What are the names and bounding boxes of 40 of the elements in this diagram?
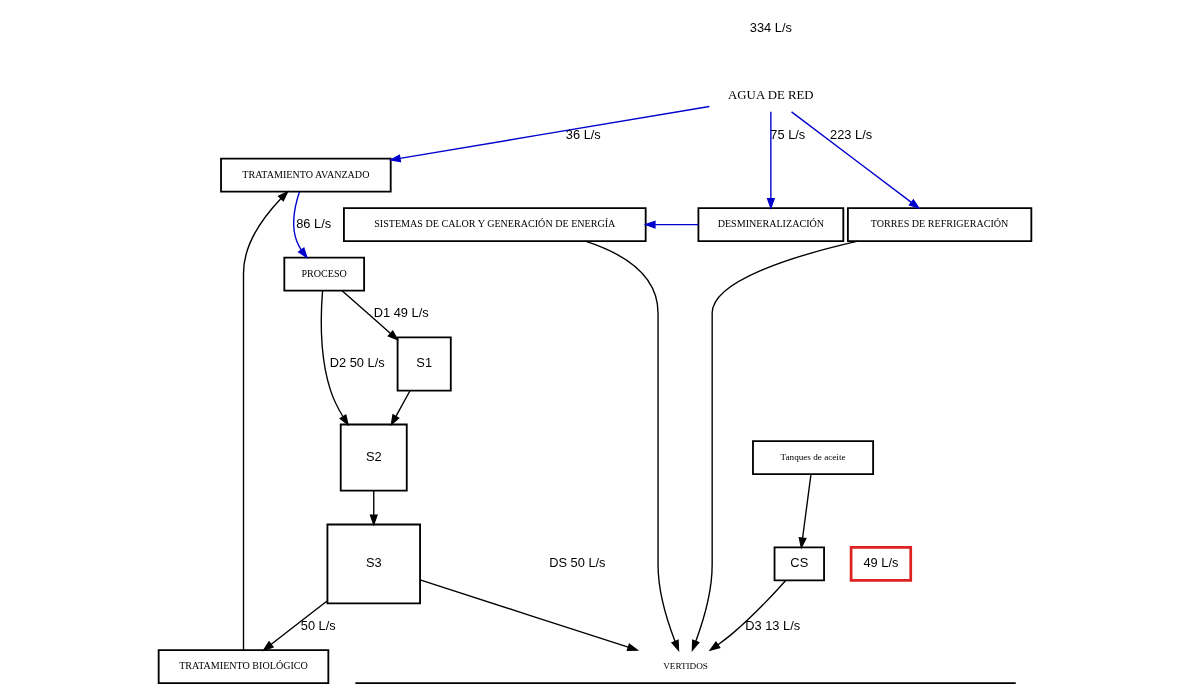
node-box: Tanques de aceite: [751, 440, 874, 475]
arrow: [643, 220, 699, 229]
arrow: [261, 600, 328, 652]
node-box: S2: [339, 423, 408, 492]
edge-label: D3 13 L/s: [744, 618, 800, 634]
edge-label: 86 L/s: [295, 216, 331, 231]
edge-label: D2 50 L/s: [329, 355, 385, 371]
arrow: [584, 240, 679, 652]
arrow: [389, 390, 411, 427]
node-box: TRATAMIENTO AVANZADO: [219, 157, 392, 193]
arrow: [242, 190, 289, 651]
edge-label: 223 L/s: [829, 126, 872, 142]
node-box: TRATAMIENTO BIOLÓGICO: [157, 649, 329, 685]
arrow: [798, 473, 812, 550]
arrow: [418, 579, 639, 652]
arrow: [691, 240, 859, 652]
node-box: 49 L/s: [849, 546, 912, 582]
node-text: AGUA DE RED: [727, 87, 814, 102]
node-text: VERTIDOS: [662, 660, 708, 671]
arrow: [340, 290, 399, 341]
node-box: CS: [773, 546, 825, 582]
node-box: S1: [396, 336, 452, 392]
arrow: [292, 191, 308, 260]
arrow: [790, 111, 920, 210]
arrow: [766, 111, 775, 210]
arrow: [369, 490, 378, 527]
label: 334 L/s: [749, 19, 792, 35]
arrow: [388, 105, 710, 163]
arrow: [708, 579, 786, 652]
label: DS 50 L/s: [548, 555, 606, 571]
edge-label: 36 L/s: [565, 126, 601, 142]
edge-label: D1 49 L/s: [373, 305, 429, 321]
node-box: TORRES DE REFRIGERACIÓN: [846, 207, 1032, 243]
node-box: DESMINERALIZACIÓN: [697, 207, 844, 243]
node-box: SISTEMAS DE CALOR Y GENERACIÓN DE ENERGÍA: [342, 207, 647, 243]
edge-label: 75 L/s: [769, 126, 805, 142]
edge-label: 50 L/s: [300, 618, 336, 634]
node-box: S3: [326, 523, 421, 605]
arrow: [320, 290, 349, 427]
node-box: PROCESO: [282, 256, 365, 292]
